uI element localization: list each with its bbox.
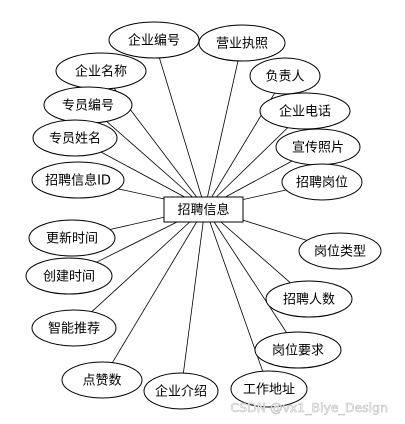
attribute-label-work-address: 工作地址 — [243, 383, 295, 398]
attribute-label-specialist-id: 专员编号 — [62, 99, 114, 114]
attribute-promo-photo: 宣传照片 — [275, 128, 361, 166]
attribute-ellipse-position-require — [254, 331, 342, 369]
attribute-label-recruit-position: 招聘岗位 — [296, 176, 348, 191]
attribute-smart-recommend: 智能推荐 — [31, 309, 117, 347]
attribute-ellipse-smart-recommend — [31, 309, 117, 347]
attribute-ellipse-recruit-position — [281, 163, 363, 201]
connector-company-phone — [204, 127, 289, 209]
attribute-label-recruit-count: 招聘人数 — [283, 293, 335, 308]
attribute-recruitment-id: 招聘信息ID — [31, 161, 125, 199]
attribute-position-type: 岗位类型 — [298, 232, 382, 270]
attribute-like-count: 点赞数 — [61, 361, 143, 399]
attribute-ellipse-recruit-count — [265, 280, 353, 318]
attribute-label-update-time: 更新时间 — [46, 231, 98, 247]
attribute-ellipse-update-time — [28, 219, 116, 257]
attribute-label-company-intro: 企业介绍 — [155, 384, 207, 400]
attribute-ellipse-company-phone — [259, 92, 351, 130]
connector-specialist-id — [106, 120, 206, 209]
attribute-label-like-count: 点赞数 — [82, 374, 121, 389]
entity-node: 招聘信息 — [163, 196, 244, 223]
attribute-position-require: 岗位要求 — [254, 331, 342, 369]
attribute-label-specialist-name: 专员姓名 — [49, 131, 101, 147]
attribute-company-name: 企业名称 — [55, 52, 147, 90]
attribute-ellipse-specialist-name — [32, 119, 118, 157]
entity-label: 招聘信息 — [177, 202, 229, 218]
attribute-work-address: 工作地址 — [230, 370, 308, 408]
attribute-create-time: 创建时间 — [25, 257, 113, 295]
connector-like-count — [112, 207, 206, 363]
attribute-label-company-phone: 企业电话 — [279, 104, 331, 120]
attribute-ellipse-create-time — [25, 257, 113, 295]
attribute-recruit-count: 招聘人数 — [265, 280, 353, 318]
attribute-label-position-type: 岗位类型 — [314, 245, 366, 260]
attribute-company-id: 企业编号 — [108, 21, 200, 59]
attribute-label-promo-photo: 宣传照片 — [292, 140, 344, 156]
watermark-text: CSDN @vx1_Biye_Design — [230, 400, 388, 415]
connector-position-require — [204, 207, 287, 333]
attribute-company-phone: 企业电话 — [259, 92, 351, 130]
connector-company-id — [159, 57, 206, 209]
attribute-ellipse-person-in-charge — [249, 57, 321, 95]
attribute-ellipse-company-intro — [143, 372, 219, 410]
attribute-label-smart-recommend: 智能推荐 — [48, 322, 100, 337]
attribute-specialist-id: 专员编号 — [43, 86, 133, 124]
attribute-ellipse-like-count — [61, 361, 143, 399]
connector-smart-recommend — [91, 207, 206, 312]
attribute-ellipse-work-address — [230, 370, 308, 408]
attribute-ellipse-company-id — [108, 21, 200, 59]
attribute-label-recruitment-id: 招聘信息ID — [45, 173, 111, 189]
attribute-label-business-license: 营业执照 — [216, 37, 268, 52]
attribute-label-person-in-charge: 负责人 — [265, 70, 304, 85]
attribute-company-intro: 企业介绍 — [143, 372, 219, 410]
attribute-label-company-name: 企业名称 — [75, 64, 127, 80]
attribute-update-time: 更新时间 — [28, 219, 116, 257]
entity-box — [163, 196, 244, 223]
attribute-ellipse-position-type — [298, 232, 382, 270]
connector-work-address — [204, 207, 264, 372]
attribute-ellipse-recruitment-id — [31, 161, 125, 199]
attribute-ellipse-business-license — [198, 24, 286, 62]
connector-business-license — [204, 60, 239, 209]
attribute-label-create-time: 创建时间 — [43, 270, 95, 285]
attribute-specialist-name: 专员姓名 — [32, 119, 118, 157]
attribute-label-position-require: 岗位要求 — [272, 344, 324, 359]
attribute-label-company-id: 企业编号 — [128, 33, 180, 49]
attribute-recruit-position: 招聘岗位 — [281, 163, 363, 201]
connector-company-intro — [183, 207, 206, 374]
attribute-person-in-charge: 负责人 — [249, 57, 321, 95]
attribute-business-license: 营业执照 — [198, 24, 286, 62]
